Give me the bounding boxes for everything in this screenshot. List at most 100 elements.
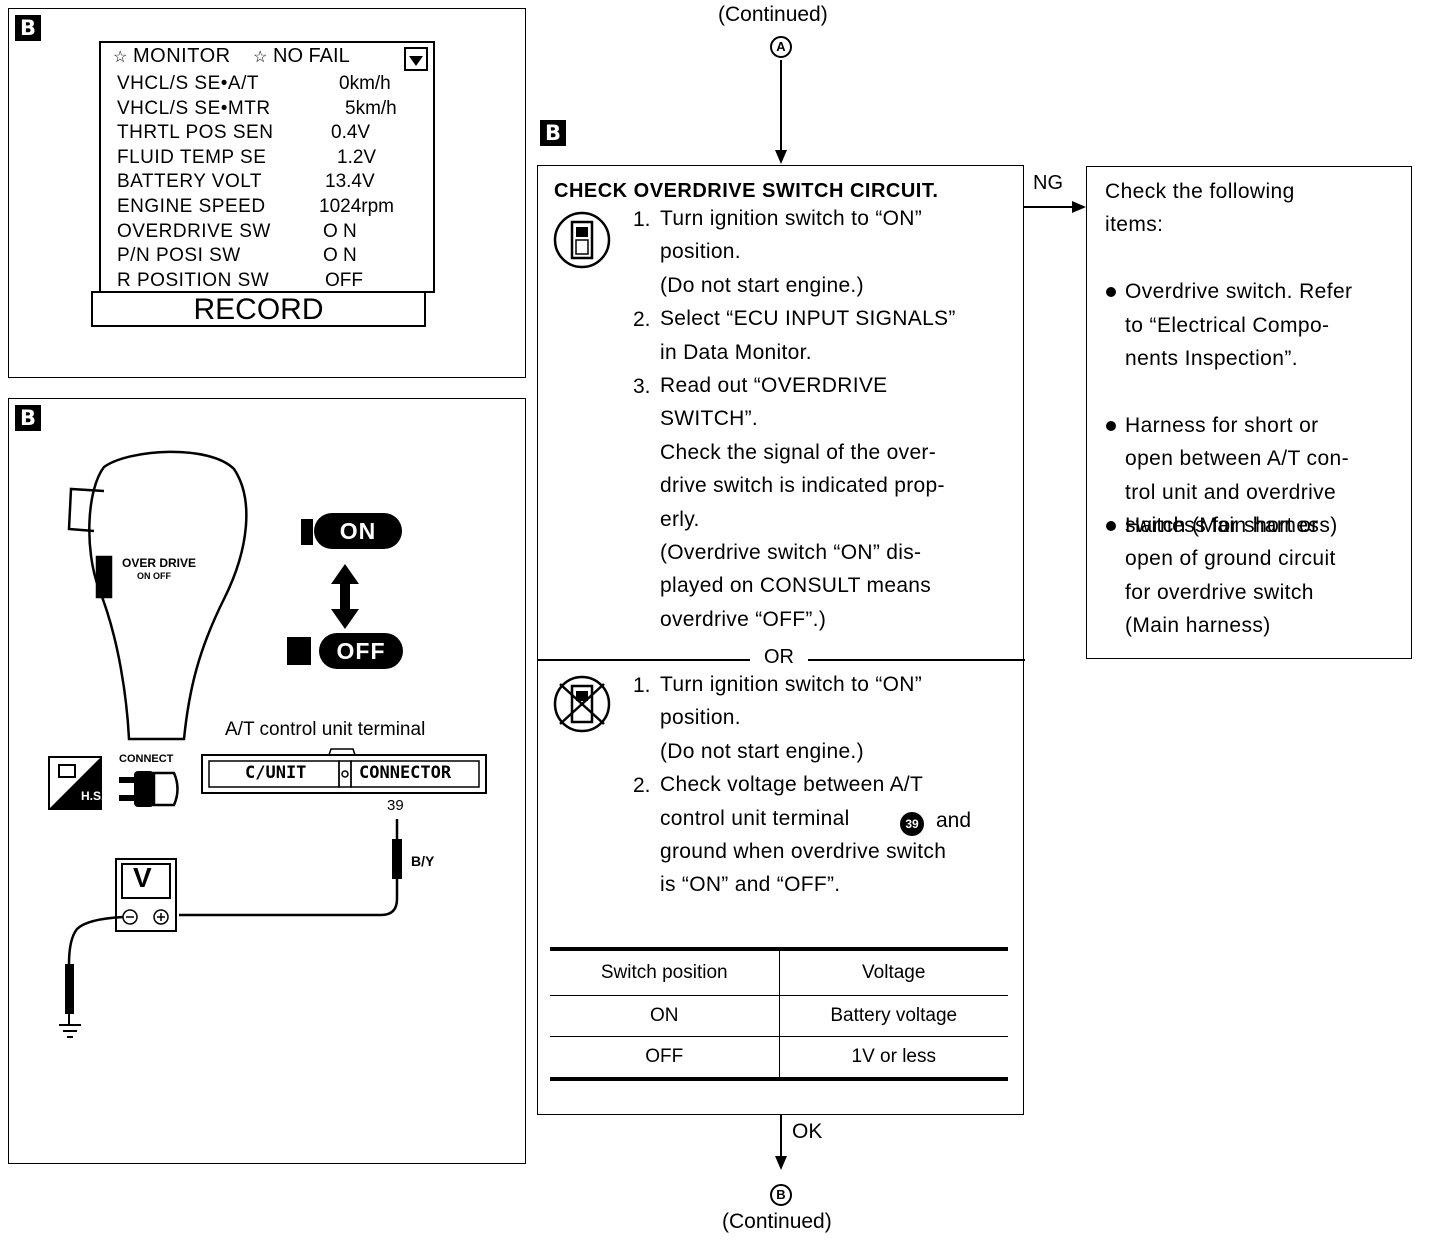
star-icon: ☆ xyxy=(253,49,268,66)
wire-color-label: B/Y xyxy=(411,853,435,869)
monitor-row-value: 1.2V xyxy=(337,146,377,168)
ng-intro-line: Check the following xyxy=(1105,180,1295,203)
step-text-line: position. xyxy=(660,706,741,730)
ng-item-line: (Main harness) xyxy=(1125,614,1271,638)
scroll-down-button[interactable] xyxy=(404,47,428,71)
table-cell: OFF xyxy=(550,1037,780,1077)
cunit-label: C/UNIT xyxy=(245,763,307,783)
monitor-row-value: 13.4V xyxy=(325,171,375,193)
step-text-line: Select “ECU INPUT SIGNALS” xyxy=(660,307,956,331)
step-text-line: erly. xyxy=(660,507,700,531)
continued-bottom: (Continued) xyxy=(722,1210,832,1233)
or-label: OR xyxy=(764,646,794,668)
monitor-row-label: FLUID TEMP SE xyxy=(117,146,267,168)
no-consult-icon xyxy=(553,675,611,733)
step-text-line: (Do not start engine.) xyxy=(660,739,864,763)
connector-label: CONNECTOR xyxy=(359,763,452,783)
step-text-line: overdrive “OFF”.) xyxy=(660,607,827,631)
terminal-number: 39 xyxy=(387,797,404,814)
monitor-status: NO FAIL xyxy=(273,45,350,67)
voltmeter-label: V xyxy=(133,862,152,893)
monitor-row-label: OVERDRIVE SW xyxy=(117,220,271,242)
ng-item-line: for overdrive switch xyxy=(1125,580,1314,604)
step-text-line: played on CONSULT means xyxy=(660,574,932,598)
button-icon xyxy=(301,519,313,545)
ng-intro-line: items: xyxy=(1105,213,1164,237)
table-row: ON Battery voltage xyxy=(550,996,1008,1037)
probe-icon xyxy=(392,839,402,879)
off-pill: OFF xyxy=(319,633,403,669)
monitor-row-label: BATTERY VOLT xyxy=(117,171,263,193)
table-cell: Battery voltage xyxy=(830,1005,958,1026)
ng-item-line: Harness for short or xyxy=(1125,514,1319,537)
voltmeter-icon xyxy=(115,858,177,932)
wiring-diagram: OVER DRIVE ON OFF xyxy=(48,450,487,1038)
step-text-line: ground when overdrive switch xyxy=(660,840,947,863)
table-header-cell: Switch position xyxy=(550,951,780,995)
check-box: CHECK OVERDRIVE SWITCH CIRCUIT. 1.Turn i… xyxy=(537,165,1025,1115)
terminal-39-marker: 39 xyxy=(900,812,924,836)
ground-icon xyxy=(59,1024,81,1038)
record-button[interactable]: RECORD xyxy=(91,291,426,327)
ng-item-line: open of ground circuit xyxy=(1125,547,1336,571)
on-pill: ON xyxy=(314,513,402,549)
table-header-row: Switch position Voltage xyxy=(550,951,1008,996)
step-text-line: SWITCH”. xyxy=(660,407,759,431)
step-text-line: is “ON” and “OFF”. xyxy=(660,873,841,897)
table-header-cell: Voltage xyxy=(862,962,926,983)
section-tag: B xyxy=(540,120,566,146)
harness-side-icon xyxy=(48,756,102,810)
monitor-row-value: 5km/h xyxy=(345,97,397,119)
ng-item-line: to “Electrical Compo- xyxy=(1125,313,1330,337)
consult-icon xyxy=(553,211,611,269)
step-text-line: Read out “OVERDRIVE xyxy=(660,374,888,397)
monitor-header: MONITOR xyxy=(133,45,231,67)
monitor-row-value: 0.4V xyxy=(331,122,371,144)
ng-item-line: open between A/T con- xyxy=(1125,447,1349,471)
bullet-icon xyxy=(1106,420,1116,431)
bullet-icon xyxy=(1106,287,1116,298)
ng-item-line: nents Inspection”. xyxy=(1125,347,1298,370)
monitor-row-value: 1024rpm xyxy=(319,196,394,217)
knob-label-sub: ON OFF xyxy=(137,571,171,581)
monitor-row-label: ENGINE SPEED xyxy=(117,196,266,217)
step-text-line: position. xyxy=(660,240,741,264)
bullet-icon xyxy=(1106,521,1116,531)
knob-label: OVER DRIVE xyxy=(122,556,196,570)
monitor-row-label: THRTL POS SEN xyxy=(117,122,274,144)
connector-outline xyxy=(201,754,487,794)
step-text-line: Check voltage between A/T xyxy=(660,773,924,797)
step-text-line: Check the signal of the over- xyxy=(660,440,937,464)
section-tag: B xyxy=(15,15,41,41)
ng-item-line: Overdrive switch. Refer xyxy=(1125,280,1353,304)
step-text-line: in Data Monitor. xyxy=(660,340,812,364)
monitor-row-value: O N xyxy=(323,220,357,242)
continued-top: (Continued) xyxy=(718,3,828,26)
button-icon xyxy=(287,637,311,665)
monitor-row-value: O N xyxy=(323,245,357,267)
step-number: 1. xyxy=(633,674,651,697)
connect-label: CONNECT xyxy=(119,753,174,765)
terminal-title: A/T control unit terminal xyxy=(225,719,426,740)
step-text-line: Turn ignition switch to “ON” xyxy=(660,673,923,696)
monitor-row-value: 0km/h xyxy=(339,73,391,94)
star-icon: ☆ xyxy=(113,49,128,66)
monitor-row-label: R POSITION SW xyxy=(117,269,270,291)
step-number: 2. xyxy=(633,308,651,332)
connect-plug-icon xyxy=(119,771,179,807)
shift-knob xyxy=(67,450,248,741)
step-number: 3. xyxy=(633,375,651,398)
triangle-down-icon xyxy=(409,56,423,66)
step-and-text: and xyxy=(936,809,972,832)
ng-box: Check the following items: Overdrive switc… xyxy=(1086,166,1412,659)
table-cell: ON xyxy=(550,996,780,1036)
step-text-line: Turn ignition switch to “ON” xyxy=(660,207,923,230)
connector-marker-b: B xyxy=(770,1184,792,1206)
or-divider-left xyxy=(538,659,750,661)
step-text-line: (Overdrive switch “ON” dis- xyxy=(660,541,922,564)
double-arrow-icon xyxy=(331,564,359,629)
